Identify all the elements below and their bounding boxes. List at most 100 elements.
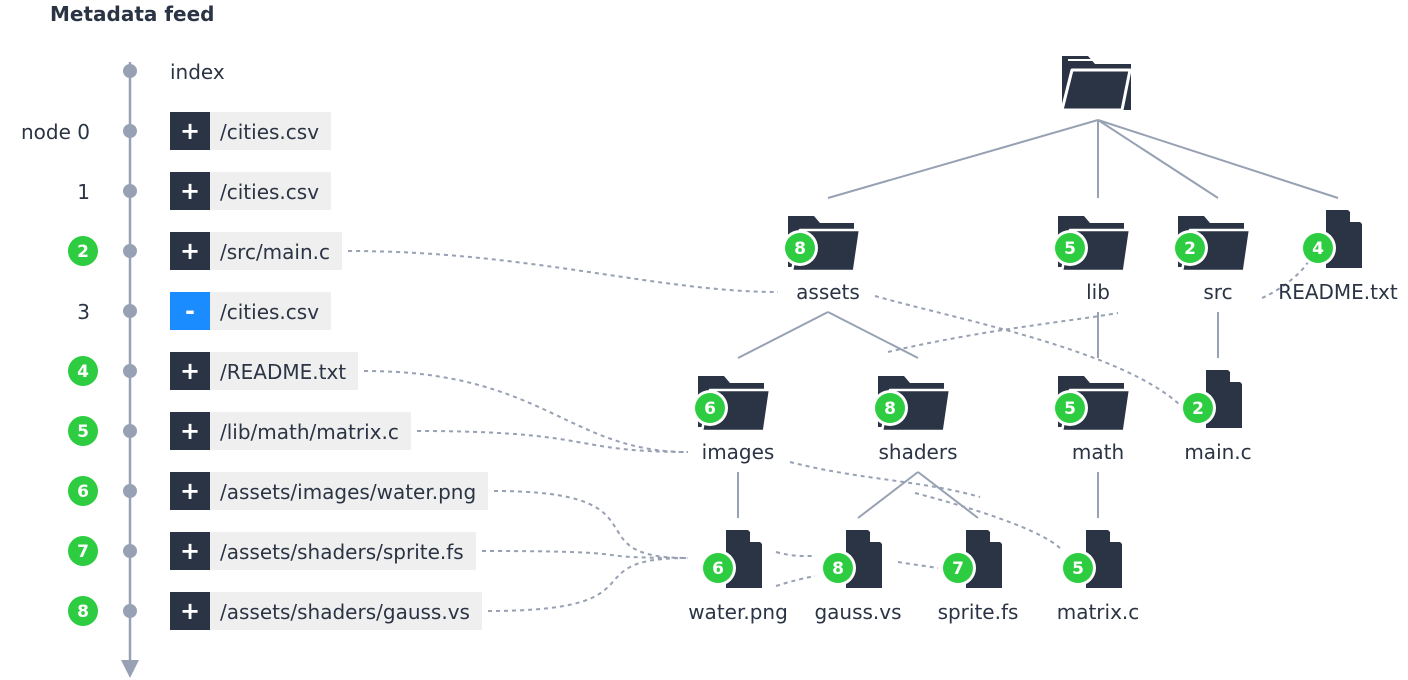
add-op-icon [170, 472, 210, 510]
change-link [789, 461, 981, 498]
timeline-dot [123, 424, 137, 438]
tree-node-root [1060, 56, 1132, 112]
row-index-badge: 6 [65, 473, 101, 509]
tree-node-sprite: 7 sprite.fs [938, 530, 1019, 624]
tree-edge [827, 311, 919, 359]
badge-count: 5 [77, 422, 89, 442]
row-index-badge: 5 [65, 413, 101, 449]
row-path: /assets/images/water.png [220, 480, 476, 504]
row-path: /cities.csv [220, 300, 319, 324]
panel-title: Metadata feed [50, 2, 215, 26]
change-link [914, 492, 1061, 549]
change-link [347, 250, 779, 293]
node-label: gauss.vs [814, 600, 901, 624]
feed-row: node 0+/cities.csv [21, 112, 331, 150]
node-badge: 2 [1180, 390, 1216, 426]
change-link [493, 490, 689, 559]
timeline-dot [123, 544, 137, 558]
tree-edges [737, 119, 1339, 519]
tree-edge [857, 471, 919, 519]
op-symbol: - [185, 297, 195, 325]
add-op-icon [170, 532, 210, 570]
timeline-dot [123, 184, 137, 198]
badge-count: 4 [1312, 239, 1324, 259]
badge-count: 8 [77, 602, 89, 622]
path-box [210, 532, 476, 570]
op-symbol: + [180, 177, 200, 205]
node-badge: 2 [1172, 230, 1208, 266]
add-op-icon [170, 172, 210, 210]
node-badge: 5 [1052, 390, 1088, 426]
path-box [210, 352, 358, 390]
tree-edge [827, 119, 1099, 199]
node-badge: 8 [872, 390, 908, 426]
node-badge: 5 [1060, 550, 1096, 586]
change-link [874, 295, 1181, 406]
feed-row: 2+/src/main.c [65, 232, 342, 270]
badge-count: 8 [794, 239, 806, 259]
path-box [210, 472, 488, 510]
badge-count: 6 [704, 399, 716, 419]
path-box [210, 412, 411, 450]
path-box [210, 592, 482, 630]
badge-count: 4 [77, 362, 89, 382]
node-label: water.png [688, 600, 788, 624]
node-badge: 8 [782, 230, 818, 266]
node-label: math [1072, 440, 1124, 464]
row-path: /assets/shaders/gauss.vs [220, 600, 470, 624]
change-link [775, 551, 813, 557]
path-box [210, 232, 342, 270]
op-symbol: + [180, 537, 200, 565]
timeline-dot [123, 124, 137, 138]
timeline-dot [123, 604, 137, 618]
timeline-dot [123, 484, 137, 498]
row-path: /cities.csv [220, 180, 319, 204]
feed-row: 1 + /cities.csv [77, 172, 331, 210]
node-label: README.txt [1278, 280, 1398, 304]
node-label: sprite.fs [938, 600, 1019, 624]
row-path: /README.txt [220, 360, 346, 384]
row-path: /assets/shaders/sprite.fs [220, 540, 464, 564]
node-badge: 7 [940, 550, 976, 586]
feed-row: 6 + /assets/images/water.png [65, 472, 488, 510]
badge-count: 5 [1072, 559, 1084, 579]
change-link [416, 430, 689, 453]
path-box [210, 172, 331, 210]
row-path: /cities.csv [220, 120, 319, 144]
row-index: node 0 [21, 120, 90, 144]
feed-row: 5+/lib/math/matrix.c [65, 412, 411, 450]
badge-count: 2 [1184, 239, 1196, 259]
op-symbol: + [180, 237, 200, 265]
add-op-icon [170, 112, 210, 150]
timeline-dot [123, 64, 137, 78]
badge-count: 2 [77, 242, 89, 262]
node-badge: 6 [692, 390, 728, 426]
op-symbol: + [180, 597, 200, 625]
op-symbol: + [180, 417, 200, 445]
badge-count: 5 [1064, 399, 1076, 419]
timeline-dot [123, 304, 137, 318]
badge-count: 7 [77, 542, 89, 562]
change-link [363, 370, 689, 453]
op-symbol: + [180, 477, 200, 505]
feed-row: 3-/cities.csv [77, 292, 331, 330]
timeline-dot [123, 244, 137, 258]
row-index: 1 [77, 180, 90, 204]
tree-edge [1097, 119, 1219, 199]
op-symbol: + [180, 357, 200, 385]
row-index-badge: 7 [65, 533, 101, 569]
node-label: src [1203, 280, 1232, 304]
change-link [887, 312, 1119, 353]
change-link [481, 550, 689, 559]
